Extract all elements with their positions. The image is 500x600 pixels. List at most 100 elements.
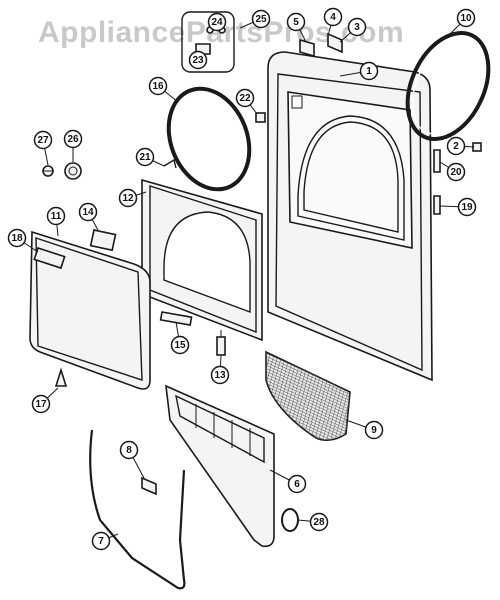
callout-circle-6 [287,474,307,494]
callout-label-13: 13 [214,370,226,381]
foot-cone[interactable] [54,367,68,387]
callout-label-9: 9 [371,425,377,436]
callout-circle-18 [7,228,27,248]
callout-24[interactable]: 24 [207,12,227,32]
callout-circle-11 [46,206,66,226]
hinge-parts-top[interactable] [299,32,343,58]
callout-label-23: 23 [192,55,204,66]
callout-label-7: 7 [98,536,104,547]
callout-16[interactable]: 16 [148,76,179,103]
knob-parts[interactable] [42,162,82,180]
callout-circle-22 [235,88,255,108]
callout-circle-23 [188,50,208,70]
outer-door-panel[interactable] [29,230,151,390]
clip[interactable] [255,112,266,123]
callout-label-12: 12 [122,193,134,204]
callout-label-10: 10 [460,13,472,24]
callout-15[interactable]: 15 [170,321,190,355]
callout-circle-10 [456,8,476,28]
callout-10[interactable]: 10 [449,8,476,35]
bracket[interactable] [141,476,157,496]
lint-duct[interactable] [165,384,275,548]
callout-7[interactable]: 7 [91,531,119,551]
callout-circle-24 [207,12,227,32]
door-latch[interactable] [216,330,226,356]
callout-3[interactable]: 3 [339,17,367,43]
callout-9[interactable]: 9 [345,419,384,440]
callout-6[interactable]: 6 [269,469,307,494]
inner-door-frame[interactable] [141,178,263,342]
callout-circle-13 [210,365,230,385]
callout-circle-3 [347,17,367,37]
callout-23[interactable]: 23 [188,50,208,70]
callout-label-26: 26 [67,134,79,145]
callout-26[interactable]: 26 [63,129,83,163]
callout-28[interactable]: 28 [297,512,329,532]
callout-circle-20 [446,162,466,182]
callout-17[interactable]: 17 [31,387,59,414]
callout-27[interactable]: 27 [33,130,53,166]
callout-circle-4 [323,7,343,27]
callout-label-16: 16 [152,81,164,92]
callout-label-17: 17 [35,399,47,410]
parts-box-top[interactable] [181,11,235,73]
callout-circle-1 [359,61,379,81]
wire-harness[interactable] [89,429,186,590]
callout-label-14: 14 [82,207,94,218]
callout-14[interactable]: 14 [78,202,99,231]
callout-label-3: 3 [354,22,360,33]
callout-circle-28 [309,512,329,532]
callout-label-27: 27 [37,135,49,146]
callout-5[interactable]: 5 [286,12,307,43]
callout-20[interactable]: 20 [439,161,466,182]
callout-label-2: 2 [453,141,459,152]
callout-label-4: 4 [330,12,336,23]
callout-layer: 1234567891011121314151617181920212223242… [7,7,477,551]
callout-22[interactable]: 22 [235,88,258,115]
callout-circle-9 [364,420,384,440]
callout-21[interactable]: 21 [135,147,165,167]
door-plate[interactable] [89,229,117,252]
callout-label-24: 24 [211,17,223,28]
callout-label-15: 15 [174,340,186,351]
callout-25[interactable]: 25 [239,9,271,29]
hinge-pin[interactable] [163,158,177,169]
callout-circle-5 [286,12,306,32]
callout-circle-26 [63,129,83,149]
callout-1[interactable]: 1 [339,61,379,81]
callout-circle-27 [33,130,53,150]
callout-13[interactable]: 13 [210,355,230,385]
callout-circle-12 [118,188,138,208]
callout-8[interactable]: 8 [119,440,145,479]
callout-label-1: 1 [366,66,372,77]
callout-4[interactable]: 4 [323,7,343,37]
callout-circle-15 [170,335,190,355]
callout-label-22: 22 [239,93,251,104]
callout-circle-14 [78,202,98,222]
callout-2[interactable]: 2 [446,136,475,156]
callout-label-20: 20 [450,167,462,178]
callout-circle-16 [148,76,168,96]
callout-circle-19 [457,197,477,217]
callout-label-28: 28 [313,517,325,528]
door-seal-ring-large[interactable] [392,20,500,152]
callout-11[interactable]: 11 [46,206,66,237]
hinge-hardware[interactable] [433,142,482,215]
callout-label-25: 25 [255,14,267,25]
door-strip[interactable] [159,311,193,327]
callout-circle-8 [119,440,139,460]
callout-12[interactable]: 12 [118,188,147,208]
callout-label-18: 18 [11,233,23,244]
o-ring[interactable] [281,508,299,532]
callout-label-5: 5 [293,17,299,28]
callout-circle-7 [91,531,111,551]
callout-label-11: 11 [51,211,62,222]
callout-circle-17 [31,394,51,414]
callout-18[interactable]: 18 [7,228,39,253]
callout-circle-2 [446,136,466,156]
inner-door-ring[interactable] [154,77,263,202]
callout-circle-21 [135,147,155,167]
callout-label-21: 21 [139,152,151,163]
callout-19[interactable]: 19 [439,197,477,217]
